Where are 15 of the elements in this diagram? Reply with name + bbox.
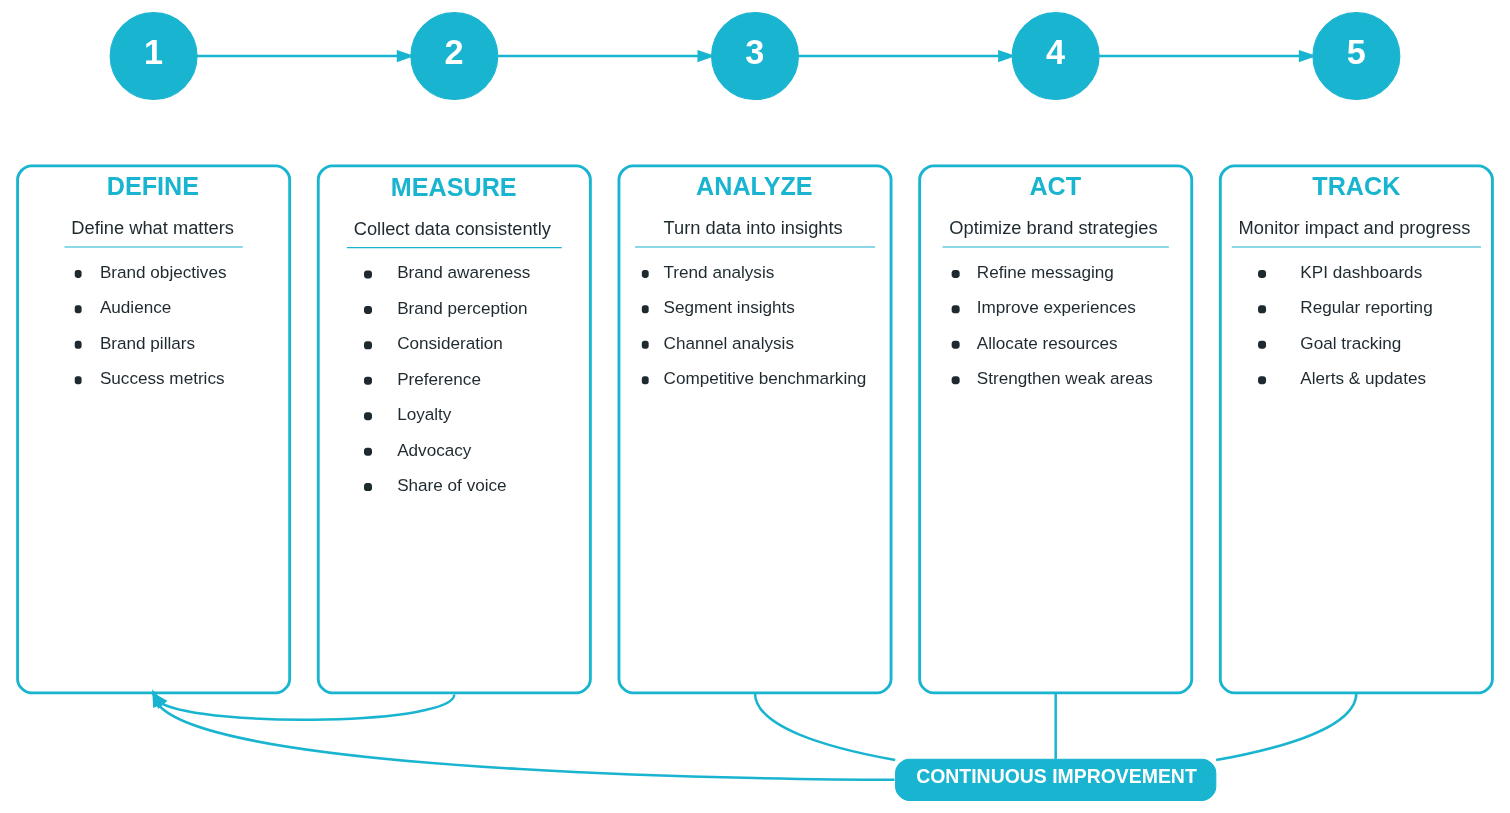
node-box: DEFINE Define what matters Brand objectives Audience Brand pillars Success metrics	[16, 164, 292, 695]
node-circle: 1	[109, 12, 198, 101]
node-circle: 2	[410, 12, 499, 101]
connector	[753, 692, 896, 762]
node-box: TRACK Monitor impact and progress KPI dashboards Regular reporting Goal tracking Alerts & updates	[1218, 164, 1494, 695]
connector	[1054, 692, 1057, 759]
node-box: ANALYZE Turn data into insights Trend analysis Segment insights Channel analysis Competitive benchmarking	[617, 164, 893, 695]
node-box: MEASURE Collect data consistently Brand awareness Brand perception Consideration Preference Loyalty Advocacy Share of voice	[316, 164, 592, 695]
node-box: CONTINUOUS IMPROVEMENT	[895, 758, 1217, 801]
connector	[1215, 692, 1358, 762]
arrow	[798, 49, 1016, 63]
node-circle: 5	[1312, 12, 1401, 101]
node-circle: 3	[710, 12, 800, 101]
node-box: ACT Optimize brand strategies Refine messaging Improve experiences Allocate resources Strengthen weak areas	[918, 164, 1194, 695]
node-circle: 4	[1011, 12, 1100, 101]
